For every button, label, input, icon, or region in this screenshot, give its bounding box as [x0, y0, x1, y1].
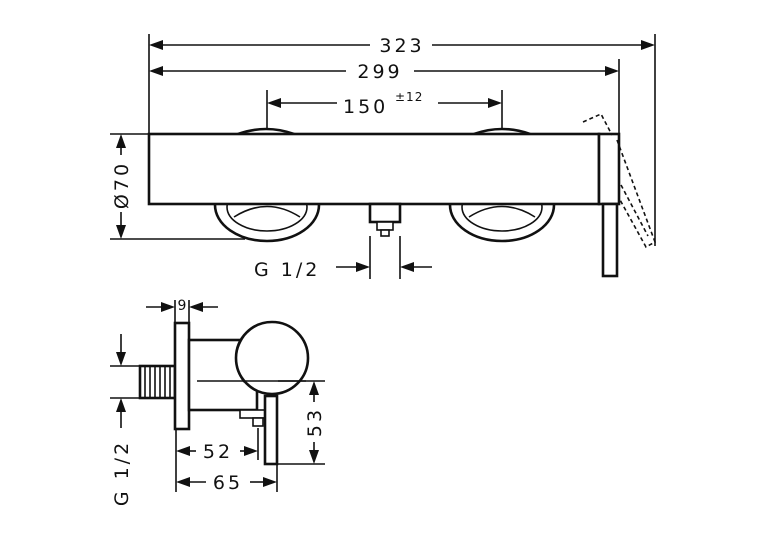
mixer-cap	[597, 132, 621, 206]
dim-thread-side: G 1/2	[111, 440, 133, 506]
mixer-body	[147, 132, 601, 206]
dim-overall-width: 323	[379, 35, 424, 57]
side-handle-stem	[263, 394, 279, 466]
dim-diameter: Ø70	[111, 161, 133, 209]
dim-body-width: 299	[357, 61, 402, 83]
dim-thread-front: G 1/2	[254, 259, 320, 281]
lever-handle	[582, 112, 656, 278]
side-handle-knob	[234, 320, 310, 396]
front-view: 323 299 150 ±12 Ø70 G 1/2	[110, 34, 656, 281]
shower-outlet	[368, 202, 402, 237]
wall-plate	[173, 321, 191, 431]
dim-connection-spacing: 150	[343, 96, 388, 118]
threaded-connector	[138, 364, 177, 400]
dim-wall-offset: 9	[178, 298, 187, 314]
dim-height-outlet: 53	[304, 407, 326, 437]
dim-connection-tolerance: ±12	[395, 90, 423, 104]
dim-depth-outlet: 52	[203, 441, 233, 463]
side-view: 9 G 1/2 52 65 53	[110, 298, 326, 506]
dim-depth-total: 65	[213, 472, 243, 494]
